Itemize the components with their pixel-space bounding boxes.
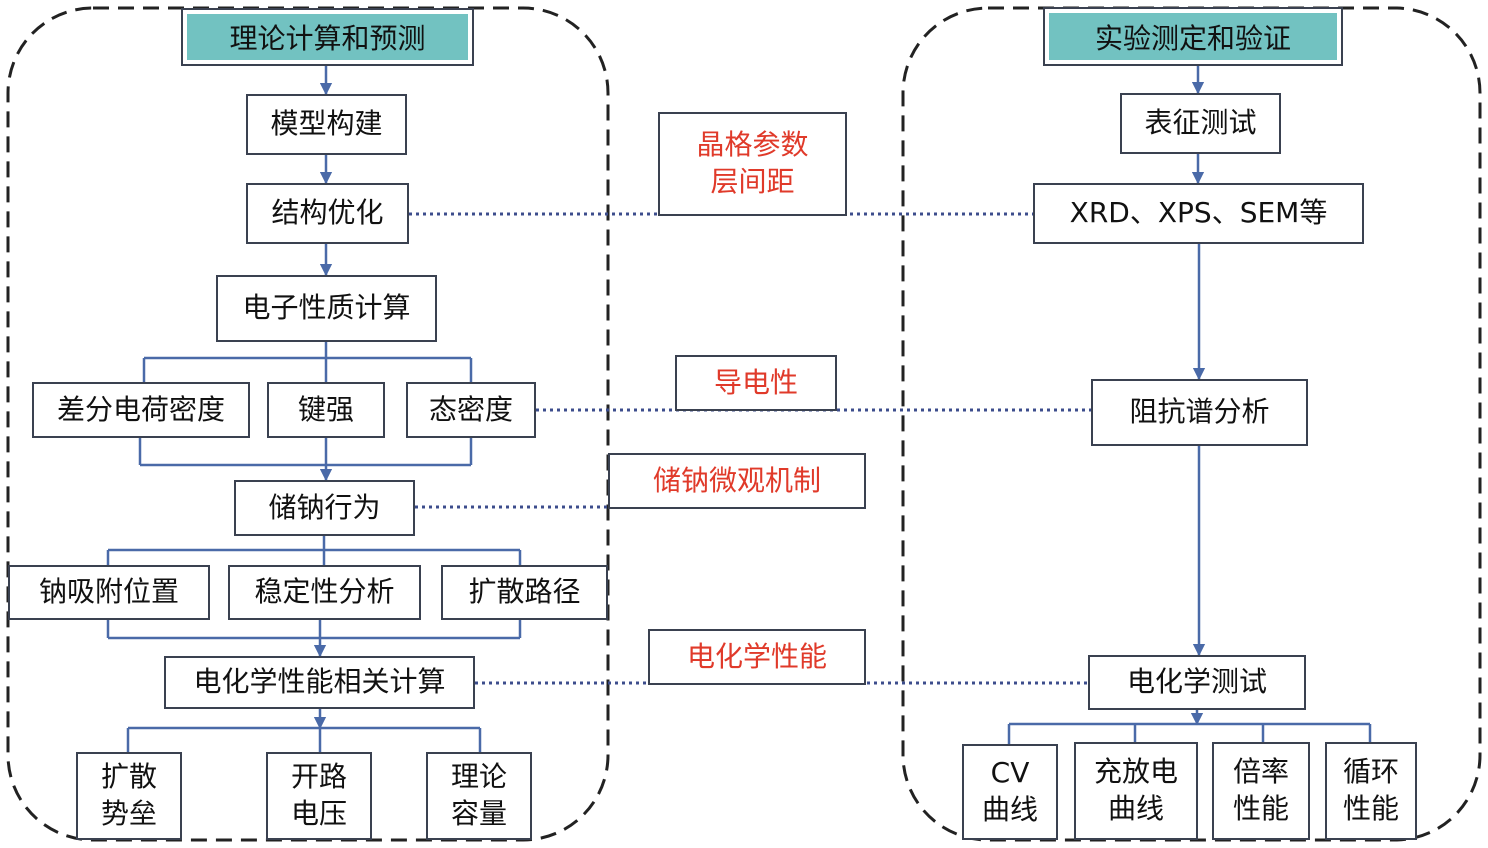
cv-label-line1: CV: [990, 756, 1030, 790]
barrier-label-line1: 扩散: [100, 760, 157, 794]
stability-node: 稳定性分析: [228, 565, 421, 620]
ocv-node: 开路 电压: [266, 752, 372, 840]
performance-label: 电化学性能: [648, 629, 866, 685]
cv-label-line2: 曲线: [981, 793, 1038, 826]
right-panel-title-label: 实验测定和验证: [1049, 13, 1337, 60]
cycle-node: 循环 性能: [1325, 742, 1417, 840]
electronic-calc-node: 电子性质计算: [216, 275, 437, 342]
lattice-label-line1: 晶格参数: [696, 128, 809, 162]
lattice-params-label: 晶格参数 层间距: [658, 112, 847, 216]
na-adsorption-node: 钠吸附位置: [8, 565, 210, 620]
model-build-node: 模型构建: [246, 94, 407, 155]
ocv-label-line1: 开路: [290, 760, 347, 794]
characterization-node: 表征测试: [1120, 93, 1281, 154]
rate-label-line1: 倍率: [1232, 755, 1289, 789]
mechanism-label: 储钠微观机制: [608, 453, 866, 509]
capacity-node: 理论 容量: [426, 752, 532, 840]
charge-diff-node: 差分电荷密度: [32, 382, 250, 438]
structure-opt-node: 结构优化: [246, 183, 409, 244]
diffusion-path-node: 扩散路径: [441, 565, 608, 620]
rate-label-line2: 性能: [1232, 792, 1289, 825]
charge-discharge-node: 充放电 曲线: [1074, 742, 1198, 840]
conductivity-label: 导电性: [675, 355, 837, 411]
cycle-label-line2: 性能: [1342, 792, 1399, 825]
barrier-node: 扩散 势垒: [76, 752, 182, 840]
capacity-label-line2: 容量: [450, 797, 507, 830]
charge-discharge-label-line1: 充放电: [1093, 755, 1178, 789]
electrochem-test-node: 电化学测试: [1088, 655, 1306, 710]
right-panel-title: 实验测定和验证: [1043, 7, 1343, 66]
rate-node: 倍率 性能: [1212, 742, 1310, 840]
electrochem-calc-node: 电化学性能相关计算: [164, 656, 475, 709]
na-storage-node: 储钠行为: [234, 480, 415, 536]
ocv-label-line2: 电压: [290, 797, 347, 830]
left-panel-title-label: 理论计算和预测: [187, 14, 468, 60]
bond-strength-node: 键强: [267, 382, 385, 438]
cycle-label-line1: 循环: [1342, 755, 1399, 789]
techniques-node: XRD、XPS、SEM等: [1033, 183, 1364, 244]
charge-discharge-label-line2: 曲线: [1107, 792, 1164, 825]
impedance-node: 阻抗谱分析: [1091, 379, 1308, 446]
cv-node: CV 曲线: [962, 744, 1058, 840]
dos-node: 态密度: [406, 382, 536, 438]
barrier-label-line2: 势垒: [100, 797, 157, 830]
left-panel-title: 理论计算和预测: [181, 8, 474, 66]
capacity-label-line1: 理论: [450, 760, 507, 794]
lattice-label-line2: 层间距: [710, 165, 795, 198]
